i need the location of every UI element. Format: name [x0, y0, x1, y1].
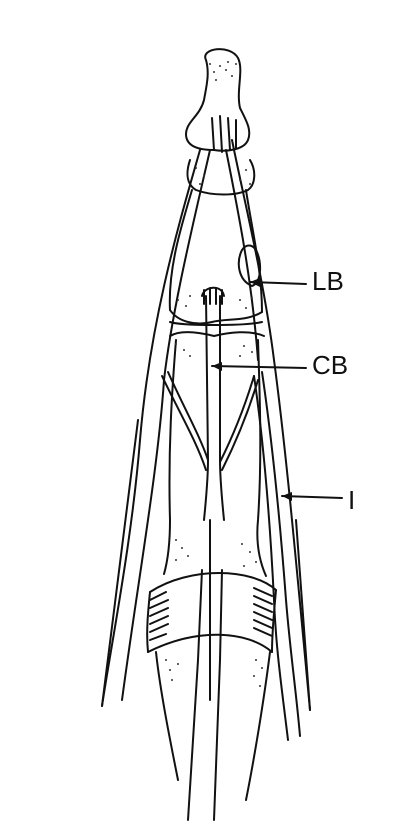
lateral-band-right-outer: [232, 140, 310, 710]
oblique-fiber-right: [222, 380, 258, 470]
oblique-fiber-left: [162, 376, 206, 470]
dip-joint: [188, 160, 255, 195]
pip-joint-lower: [170, 332, 264, 336]
oblique-fiber-left-2: [168, 372, 208, 460]
pip-joint-gap: [170, 322, 262, 325]
stipple-shading: [165, 61, 263, 687]
metacarpal-left: [156, 652, 178, 780]
central-band-right: [220, 296, 224, 520]
sagittal-band-hatch-right: [254, 588, 272, 636]
cb-arrowhead: [212, 362, 222, 371]
central-band-cap: [202, 288, 224, 296]
metacarpal-right: [246, 652, 270, 800]
sagittal-band-left: [147, 592, 150, 652]
interosseous-label: I: [348, 487, 355, 513]
outer-contour-right: [296, 520, 310, 710]
extensor-tendon-left: [188, 570, 202, 820]
lateral-band-label: LB: [312, 268, 344, 294]
distal-phalanx-tip: [186, 49, 249, 151]
central-band-label: CB: [312, 352, 348, 378]
central-band-left: [204, 296, 208, 520]
cb-leader-line: [212, 366, 306, 368]
extensor-tendon-right: [214, 570, 222, 820]
outer-contour-left: [102, 420, 138, 706]
lateral-band-left-inner: [164, 150, 210, 380]
oblique-fiber-right-2: [220, 376, 254, 462]
pip-joint-upper: [170, 310, 262, 324]
sagittal-band-hatch-left: [150, 592, 168, 640]
middle-phalanx-right: [246, 190, 262, 312]
i-arrowhead: [282, 492, 292, 501]
